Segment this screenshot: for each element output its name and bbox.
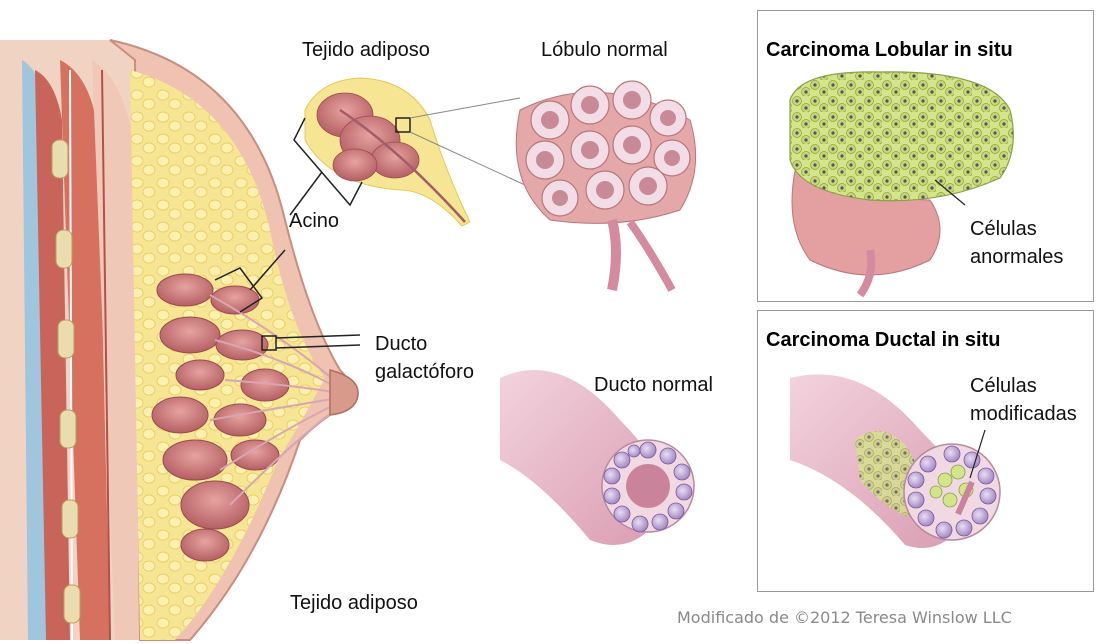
credit-text: Modificado de ©2012 Teresa Winslow LLC	[677, 608, 1012, 627]
normal-lobule	[516, 81, 695, 290]
label-celulas-modificadas-2: modificadas	[970, 403, 1077, 426]
label-celulas-anormales-1: Células	[970, 218, 1037, 241]
label-tejido-adiposo-bottom: Tejido adiposo	[290, 592, 418, 615]
label-acino: Acino	[289, 210, 339, 233]
label-ducto-normal: Ducto normal	[594, 374, 713, 397]
label-celulas-anormales-2: anormales	[970, 246, 1063, 269]
header-carcinoma-lobular: Carcinoma Lobular in situ	[766, 39, 1013, 62]
header-carcinoma-ductal: Carcinoma Ductal in situ	[766, 329, 1001, 352]
ductal-panel-border	[757, 310, 1094, 592]
label-ducto: Ducto	[375, 333, 427, 356]
label-galactoforo: galactóforo	[375, 361, 474, 384]
lobule-inset	[290, 78, 525, 226]
breast-cross-section	[0, 40, 358, 640]
label-lobulo-normal: Lóbulo normal	[541, 39, 668, 62]
label-tejido-adiposo-top: Tejido adiposo	[302, 39, 430, 62]
label-celulas-modificadas-1: Células	[970, 375, 1037, 398]
